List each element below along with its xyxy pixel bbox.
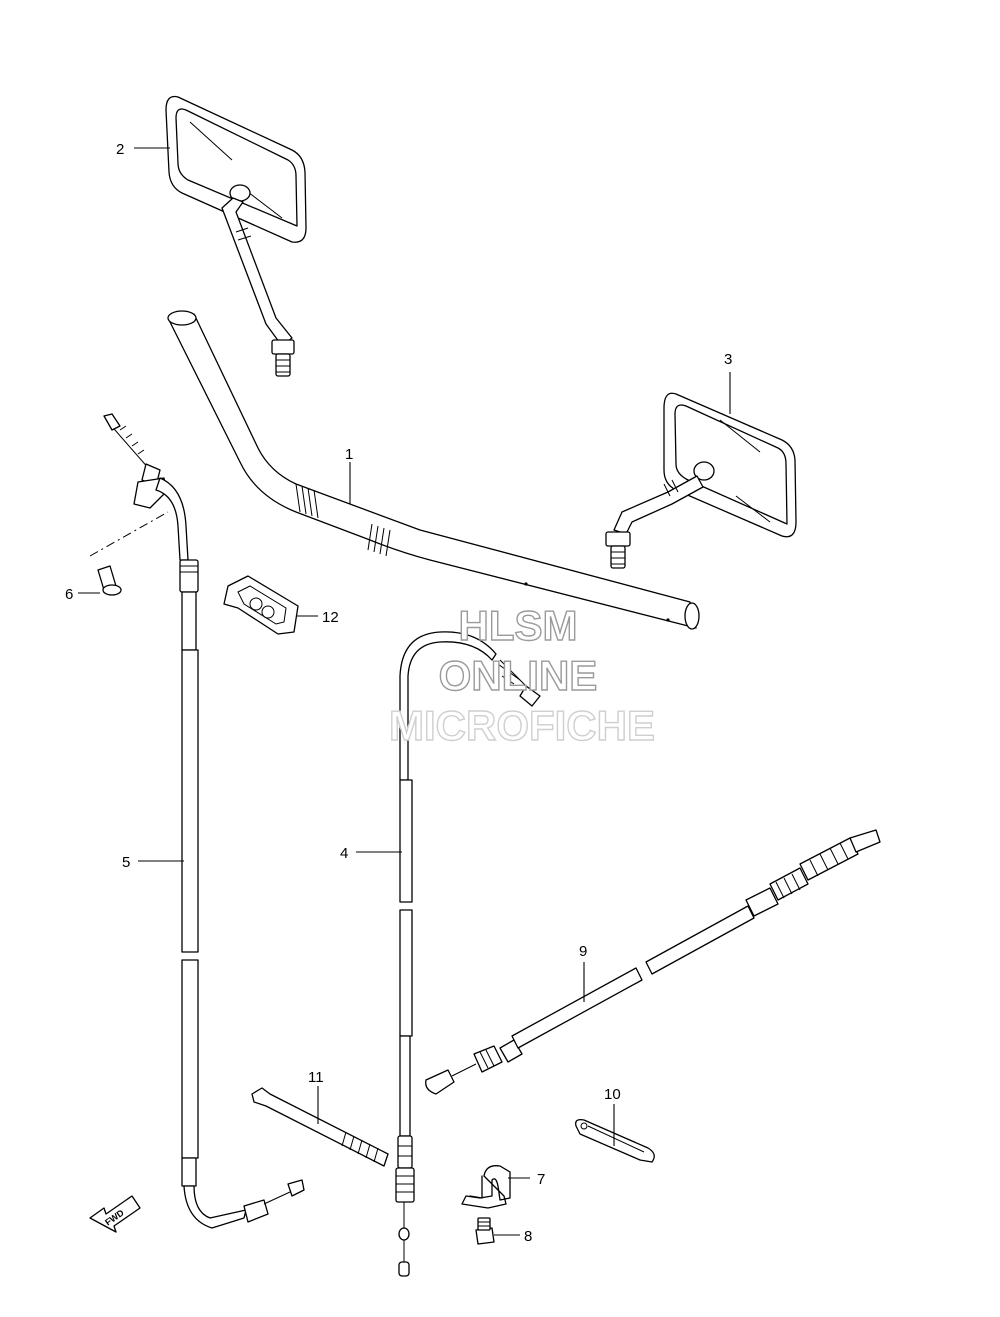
callout-1: 1: [345, 446, 353, 463]
holder-7[interactable]: [461, 1165, 511, 1209]
callout-7: 7: [537, 1171, 545, 1188]
leader-lines: [78, 147, 731, 1236]
cable-left[interactable]: [103, 413, 305, 1229]
plate-10[interactable]: [575, 1118, 655, 1163]
watermark-line-2: ONLINE: [439, 652, 598, 699]
watermark-line-3: MICROFICHE: [389, 702, 655, 749]
screw-8[interactable]: [475, 1217, 495, 1245]
watermark-line-1: HLSM: [459, 602, 578, 649]
bolt-6[interactable]: [89, 511, 169, 596]
callout-6: 6: [65, 586, 73, 603]
callout-11: 11: [308, 1069, 324, 1086]
mirror-left[interactable]: [165, 95, 307, 377]
cable-right-long[interactable]: [425, 829, 881, 1095]
fwd-arrow-icon: FWD: [89, 1195, 141, 1233]
callout-8: 8: [524, 1228, 532, 1245]
callout-5: 5: [122, 854, 130, 871]
watermark: HLSM ONLINE MICROFICHE: [388, 601, 655, 749]
callout-4: 4: [340, 845, 348, 862]
cable-center[interactable]: [395, 631, 541, 1277]
callout-10: 10: [604, 1086, 621, 1103]
handlebar[interactable]: [167, 310, 700, 630]
callout-12: 12: [322, 609, 339, 626]
clamp-12[interactable]: [223, 575, 299, 635]
callout-9: 9: [579, 943, 587, 960]
cable-tie-11[interactable]: [251, 1087, 389, 1167]
callout-2: 2: [116, 141, 124, 158]
callout-3: 3: [724, 351, 732, 368]
mirror-right[interactable]: [605, 392, 797, 569]
